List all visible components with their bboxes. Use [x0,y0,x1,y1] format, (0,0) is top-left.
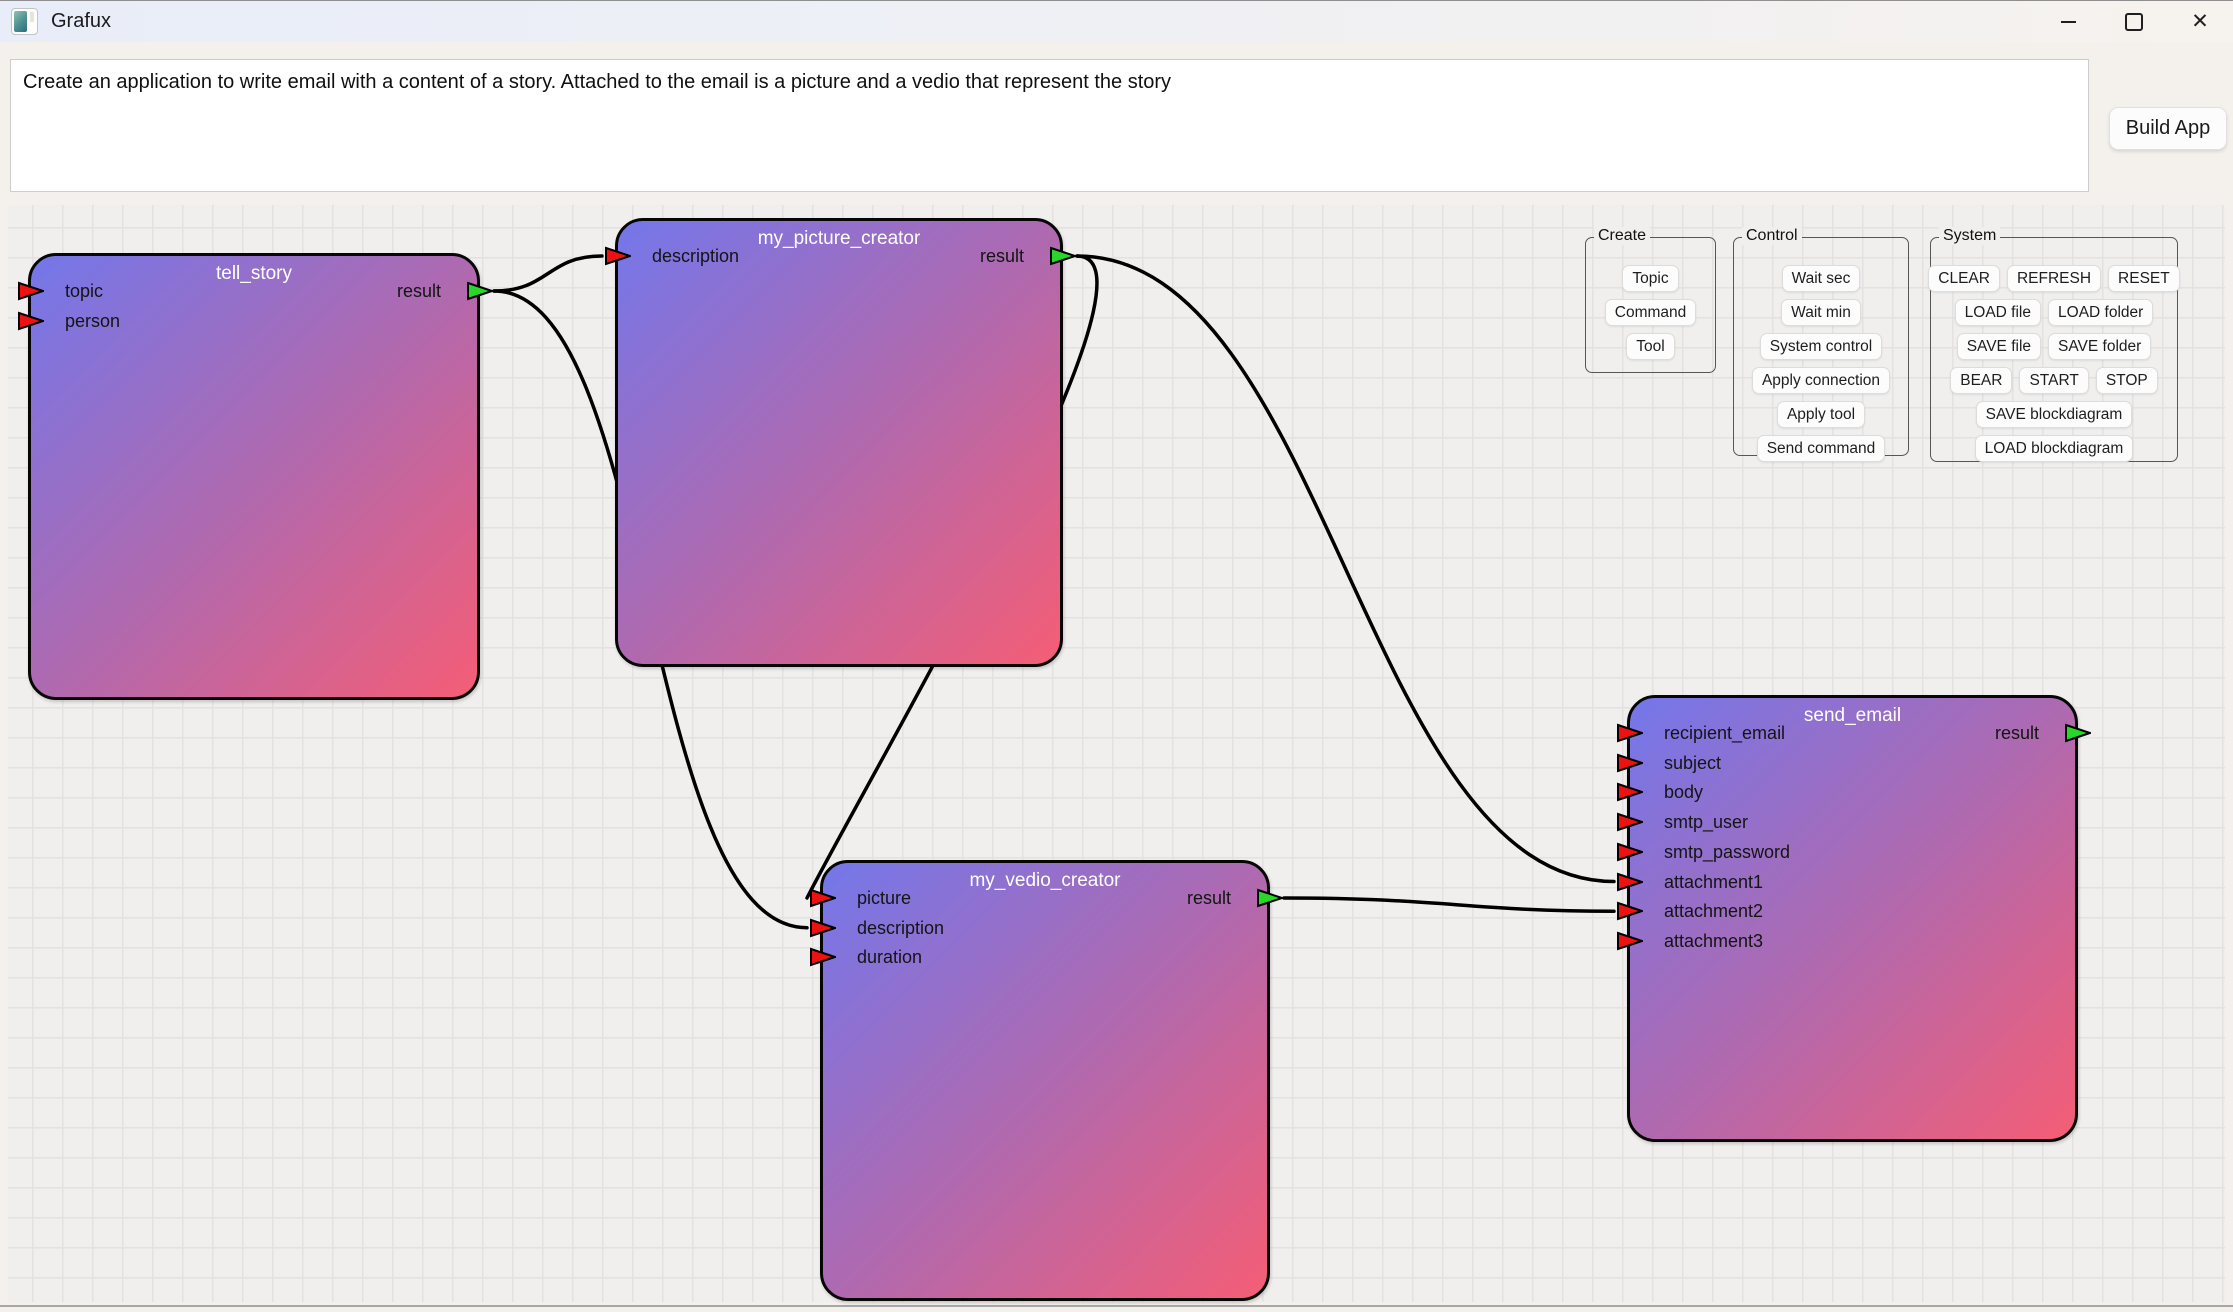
input-label-description: description [652,246,740,266]
output-port-icon-result[interactable] [2065,723,2094,743]
prompt-input[interactable]: Create an application to write email wit… [10,59,2089,192]
output-port-icon-result[interactable] [1050,246,1079,266]
input-label-picture: picture [857,888,912,908]
create-panel-title: Create [1594,227,1651,245]
node-title-send_email: send_email [1803,705,1902,726]
system-button-save-blockdiagram[interactable]: SAVE blockdiagram [1975,401,2133,428]
wire-tell-story-result-to-my-picture-creator-description [492,254,604,293]
close-icon: ✕ [2191,10,2209,33]
node-my_picture_creator[interactable]: my_picture_creator description result [605,218,1079,667]
minimize-button[interactable] [2035,1,2101,42]
input-port-icon-attachment2[interactable] [1617,901,1646,921]
input-label-smtp-password: smtp_password [1664,841,1791,862]
system-button-load-blockdiagram[interactable]: LOAD blockdiagram [1974,435,2134,462]
build-app-button[interactable]: Build App [2109,107,2227,150]
input-port-icon-recipient-email[interactable] [1617,723,1646,743]
output-port-icon-result[interactable] [467,281,496,301]
close-button[interactable]: ✕ [2167,1,2233,42]
input-label-body: body [1664,782,1704,803]
prompt-text: Create an application to write email wit… [23,71,1172,93]
system-button-start[interactable]: START [2019,367,2089,394]
input-port-icon-attachment3[interactable] [1617,931,1646,951]
output-label-result: result [979,246,1024,266]
input-port-icon-smtp-user[interactable] [1617,812,1646,832]
control-button-send-command[interactable]: Send command [1756,435,1886,462]
output-port-icon-result[interactable] [1257,888,1286,908]
input-port-icon-description[interactable] [810,918,839,938]
bottom-rule [0,1305,2233,1307]
input-port-icon-body[interactable] [1617,782,1646,802]
input-label-smtp-user: smtp_user [1664,812,1749,833]
system-button-load-file[interactable]: LOAD file [1954,299,2042,326]
system-button-save-folder[interactable]: SAVE folder [2048,333,2152,360]
control-button-apply-connection[interactable]: Apply connection [1751,367,1891,394]
input-label-attachment3: attachment3 [1664,930,1764,951]
input-label-topic: topic [65,281,104,301]
input-port-icon-description[interactable] [605,246,634,266]
create-button-command[interactable]: Command [1604,299,1697,326]
system-button-clear[interactable]: CLEAR [1928,265,2000,292]
system-panel-title: System [1939,227,2001,245]
wire-my-vedio-creator-result-to-send-email-attachment2 [1282,896,1616,913]
app-icon-art [14,11,27,32]
input-label-recipient-email: recipient_email [1664,723,1786,743]
output-label-result: result [1186,888,1231,908]
app-icon [11,8,38,35]
app-icon-notch [30,12,34,22]
input-port-icon-picture[interactable] [810,888,839,908]
canvas-bottom-edge [0,1302,2233,1312]
input-label-attachment2: attachment2 [1664,901,1764,922]
control-button-apply-tool[interactable]: Apply tool [1776,401,1866,428]
minimize-icon [2060,20,2076,23]
control-panel-title: Control [1742,227,1802,245]
system-button-load-folder[interactable]: LOAD folder [2048,299,2154,326]
create-button-tool[interactable]: Tool [1626,333,1675,360]
titlebar: Grafux ✕ [0,0,2233,42]
control-button-system-control[interactable]: System control [1759,333,1883,360]
node-title-my_vedio_creator: my_vedio_creator [969,870,1121,891]
window-title: Grafux [51,10,112,32]
maximize-icon [2125,12,2143,31]
control-button-wait-sec[interactable]: Wait sec [1781,265,1861,292]
input-port-icon-topic[interactable] [18,281,47,301]
create-button-topic[interactable]: Topic [1622,265,1679,292]
input-port-icon-subject[interactable] [1617,753,1646,773]
system-button-save-file[interactable]: SAVE file [1956,333,2042,360]
input-label-duration: duration [857,947,923,968]
input-port-icon-person[interactable] [18,311,47,331]
input-port-icon-attachment1[interactable] [1617,872,1646,892]
system-button-stop[interactable]: STOP [2095,367,2158,394]
window-controls: ✕ [2035,1,2233,42]
system-button-reset[interactable]: RESET [2108,265,2180,292]
wire-my-picture-creator-result-to-send-email-attachment1 [1075,254,1616,884]
input-label-attachment1: attachment1 [1664,871,1764,892]
input-port-icon-duration[interactable] [810,947,839,967]
output-label-result: result [1994,723,2039,743]
node-title-tell_story: tell_story [215,263,293,284]
maximize-button[interactable] [2101,1,2167,42]
system-button-refresh[interactable]: REFRESH [2006,265,2102,292]
input-label-person: person [65,310,121,331]
input-label-subject: subject [1664,752,1722,773]
system-button-bear[interactable]: BEAR [1950,367,2013,394]
input-port-icon-smtp-password[interactable] [1617,842,1646,862]
node-title-my_picture_creator: my_picture_creator [757,228,921,249]
output-label-result: result [396,281,441,301]
control-button-wait-min[interactable]: Wait min [1781,299,1861,326]
input-label-description: description [857,917,945,938]
